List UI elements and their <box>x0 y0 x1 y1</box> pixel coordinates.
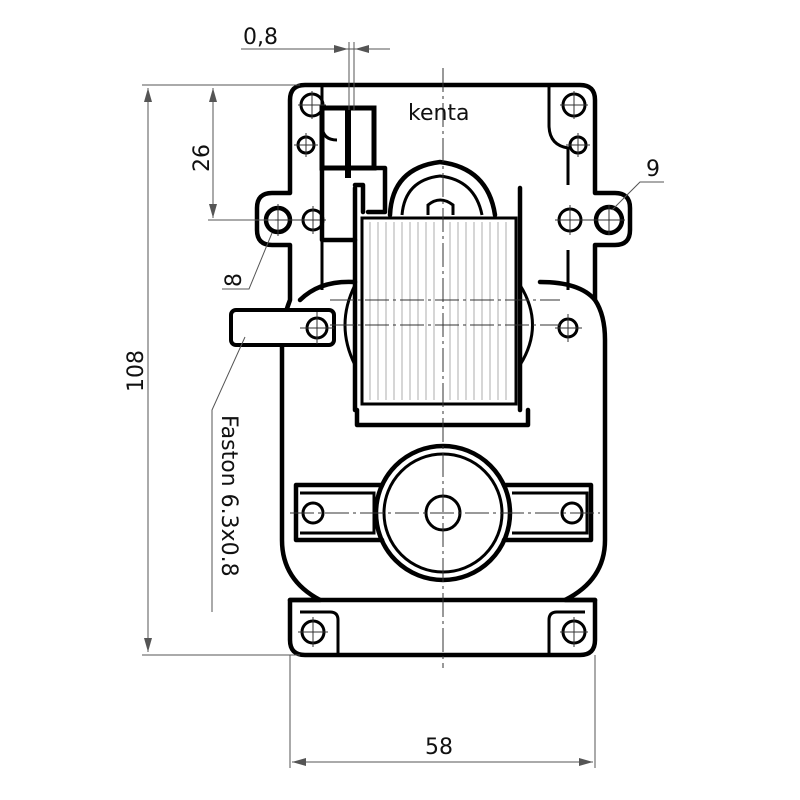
faston-terminal <box>229 308 336 347</box>
dim-top-to-mount-hole: 26 <box>190 144 215 172</box>
brand-label: kenta <box>408 101 470 126</box>
faston-callout: Faston 6.3x0.8 <box>216 415 241 577</box>
connector-block <box>319 105 388 243</box>
dim-terminal-thickness: 0,8 <box>243 25 278 50</box>
center-lines <box>290 68 600 668</box>
coil-windings <box>369 222 507 400</box>
coil-bobbin <box>343 159 534 428</box>
housing-outline <box>254 82 633 658</box>
dimension-lines <box>142 42 664 768</box>
mounting-holes <box>262 91 625 647</box>
dim-mount-hole-right: 9 <box>646 157 660 182</box>
dim-height-total: 108 <box>124 350 149 392</box>
dim-width-total: 58 <box>425 735 453 760</box>
dim-mount-hole-left: 8 <box>222 273 247 287</box>
